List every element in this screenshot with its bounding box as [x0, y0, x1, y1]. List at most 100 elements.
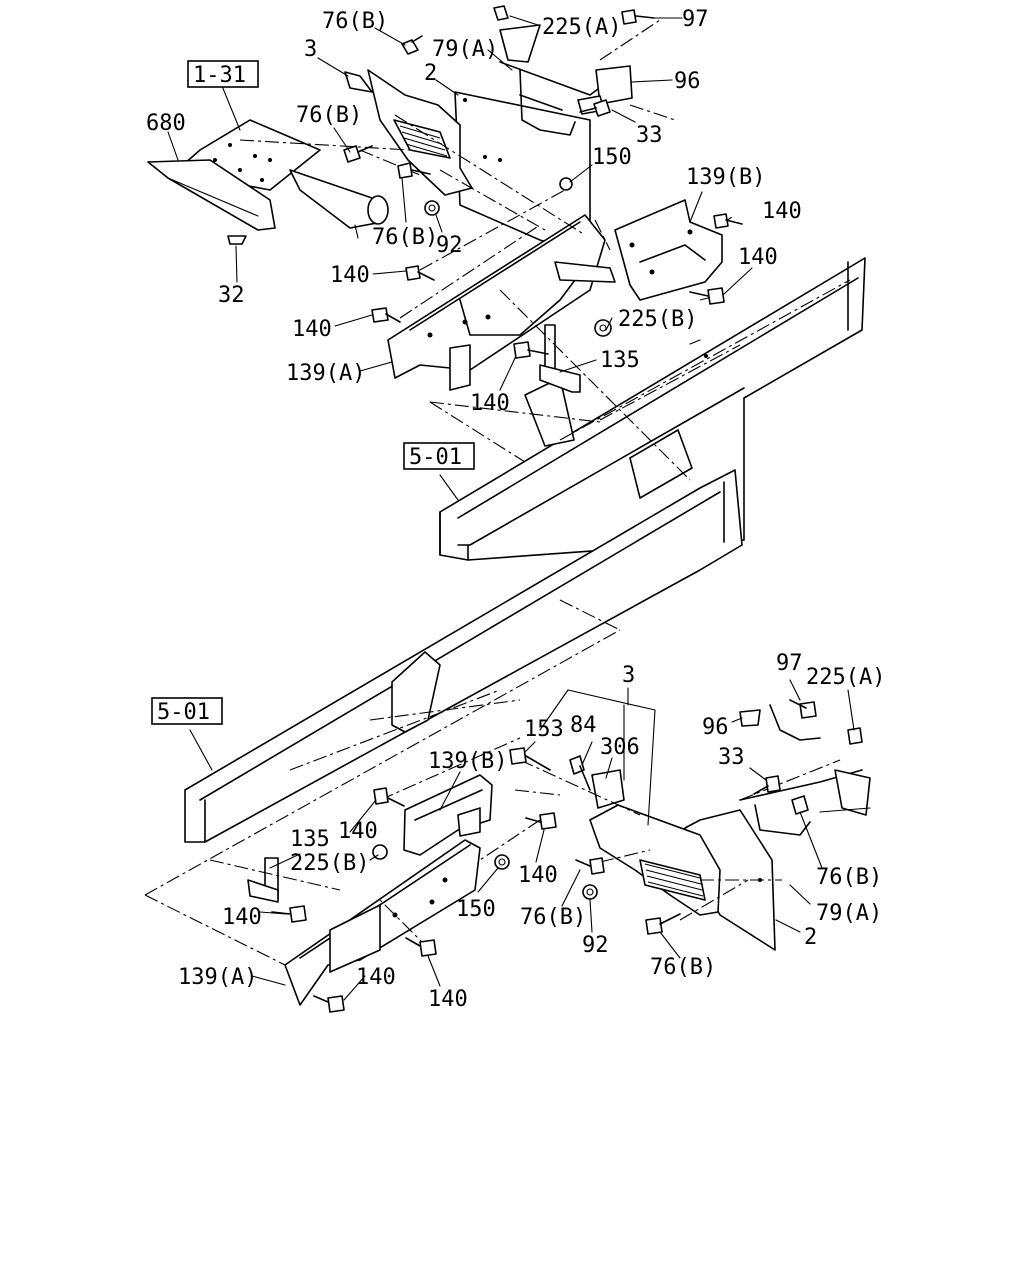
frame-rail-bottom: [184, 469, 743, 843]
part-label: 150: [456, 897, 496, 922]
part-label: 225(B): [618, 307, 697, 332]
bolt-icon: [513, 341, 549, 359]
part-label: 140: [428, 987, 468, 1012]
bolt-icon: [405, 937, 437, 957]
part-labels-bottom: 97 225(A) 3 153 84 306 96 33 139(B) 135 …: [178, 651, 885, 1012]
part-label: 84: [570, 713, 597, 738]
part-label: 2: [804, 925, 817, 950]
part-label: 139(B): [686, 165, 765, 190]
part-label: 140: [738, 245, 778, 270]
part-label: 92: [436, 233, 463, 258]
part-label: 153: [524, 717, 564, 742]
part-label: 140: [356, 965, 396, 990]
part-label: 76(B): [816, 865, 882, 890]
part-label: 92: [582, 933, 609, 958]
nut-icon: [424, 200, 440, 216]
bolt-icon: [371, 307, 401, 323]
bolt-icon: [569, 755, 591, 791]
bracket-135-top: [539, 324, 581, 393]
bolt-icon: [791, 795, 809, 815]
step-3-bottom: [589, 769, 721, 916]
bracket-139b-top: [614, 199, 723, 301]
ref-box-5-01-bottom: 5-01: [151, 697, 223, 725]
part-label: 225(A): [806, 665, 885, 690]
bolt-icon: [313, 995, 345, 1013]
part-label: 150: [592, 145, 632, 170]
bolt-icon: [645, 913, 681, 935]
part-label: 135: [290, 827, 330, 852]
part-label: 96: [674, 69, 701, 94]
part-label: 79(A): [816, 901, 882, 926]
part-label: 2: [424, 61, 437, 86]
part-label: 79(A): [432, 37, 498, 62]
part-label: 32: [218, 283, 245, 308]
bracket-79a-top: [499, 24, 633, 136]
part-label: 96: [702, 715, 729, 740]
step-3-top: [344, 69, 473, 196]
frame-rail-top: [439, 257, 866, 561]
bolt-icon: [575, 857, 605, 875]
part-label: 680: [146, 111, 186, 136]
ref-box-1-31: 1-31: [187, 60, 259, 88]
part-label: 140: [762, 199, 802, 224]
part-label: 76(B): [296, 103, 362, 128]
nut-icon: [559, 177, 573, 191]
nut-icon: [582, 884, 598, 900]
bracket-79a-bottom: [739, 704, 871, 836]
part-labels-top: 76(B) 225(A) 97 3 79(A) 2 96 76(B) 33 68…: [146, 7, 802, 416]
top-assembly: [147, 5, 866, 561]
part-label: 140: [338, 819, 378, 844]
bolt-icon: [405, 265, 435, 281]
bolt-icon: [401, 35, 423, 55]
bolt-icon: [493, 5, 509, 21]
bolt-icon: [753, 775, 781, 795]
bolt-icon: [373, 787, 405, 807]
bracket-139a-top: [387, 214, 616, 391]
bolt-icon: [847, 727, 863, 745]
bolt-icon: [509, 747, 551, 771]
bracket-139a-bottom: [284, 839, 481, 1006]
bolt-icon: [689, 287, 725, 305]
leader-lines-bottom: [189, 679, 871, 1001]
frame-plate-680: [147, 119, 389, 245]
part-label: 140: [222, 905, 262, 930]
part-label: 33: [718, 745, 745, 770]
part-label: 76(B): [372, 225, 438, 250]
ref-label: 5-01: [409, 445, 462, 470]
bolt-icon: [397, 162, 431, 179]
part-label: 139(A): [178, 965, 257, 990]
nut-icon: [594, 319, 612, 337]
part-label: 135: [600, 348, 640, 373]
part-label: 139(B): [428, 749, 507, 774]
part-label: 139(A): [286, 361, 365, 386]
part-label: 225(B): [290, 851, 369, 876]
part-label: 140: [470, 391, 510, 416]
ref-label: 5-01: [157, 700, 210, 725]
part-label: 306: [600, 735, 640, 760]
part-label: 97: [776, 651, 803, 676]
bracket-139b-bottom: [403, 774, 493, 856]
ref-label: 1-31: [193, 63, 246, 88]
bolt-icon: [271, 905, 307, 923]
bracket-135-bottom: [247, 857, 279, 903]
part-label: 3: [622, 663, 635, 688]
part-label: 76(B): [322, 9, 388, 34]
bolt-icon: [343, 145, 373, 163]
part-label: 76(B): [650, 955, 716, 980]
part-label: 140: [330, 263, 370, 288]
part-label: 140: [292, 317, 332, 342]
bottom-assembly: [144, 469, 871, 1013]
part-label: 76(B): [520, 905, 586, 930]
nut-icon: [494, 854, 510, 870]
ref-box-5-01-top: 5-01: [403, 442, 475, 470]
bolt-icon: [621, 9, 655, 25]
bolt-icon: [789, 699, 817, 719]
bolt-icon: [579, 99, 611, 117]
part-label: 225(A): [542, 15, 621, 40]
part-label: 140: [518, 863, 558, 888]
bolt-icon: [525, 812, 557, 830]
part-label: 33: [636, 123, 663, 148]
bolt-icon: [713, 213, 743, 229]
leader-lines-top: [167, 15, 753, 501]
